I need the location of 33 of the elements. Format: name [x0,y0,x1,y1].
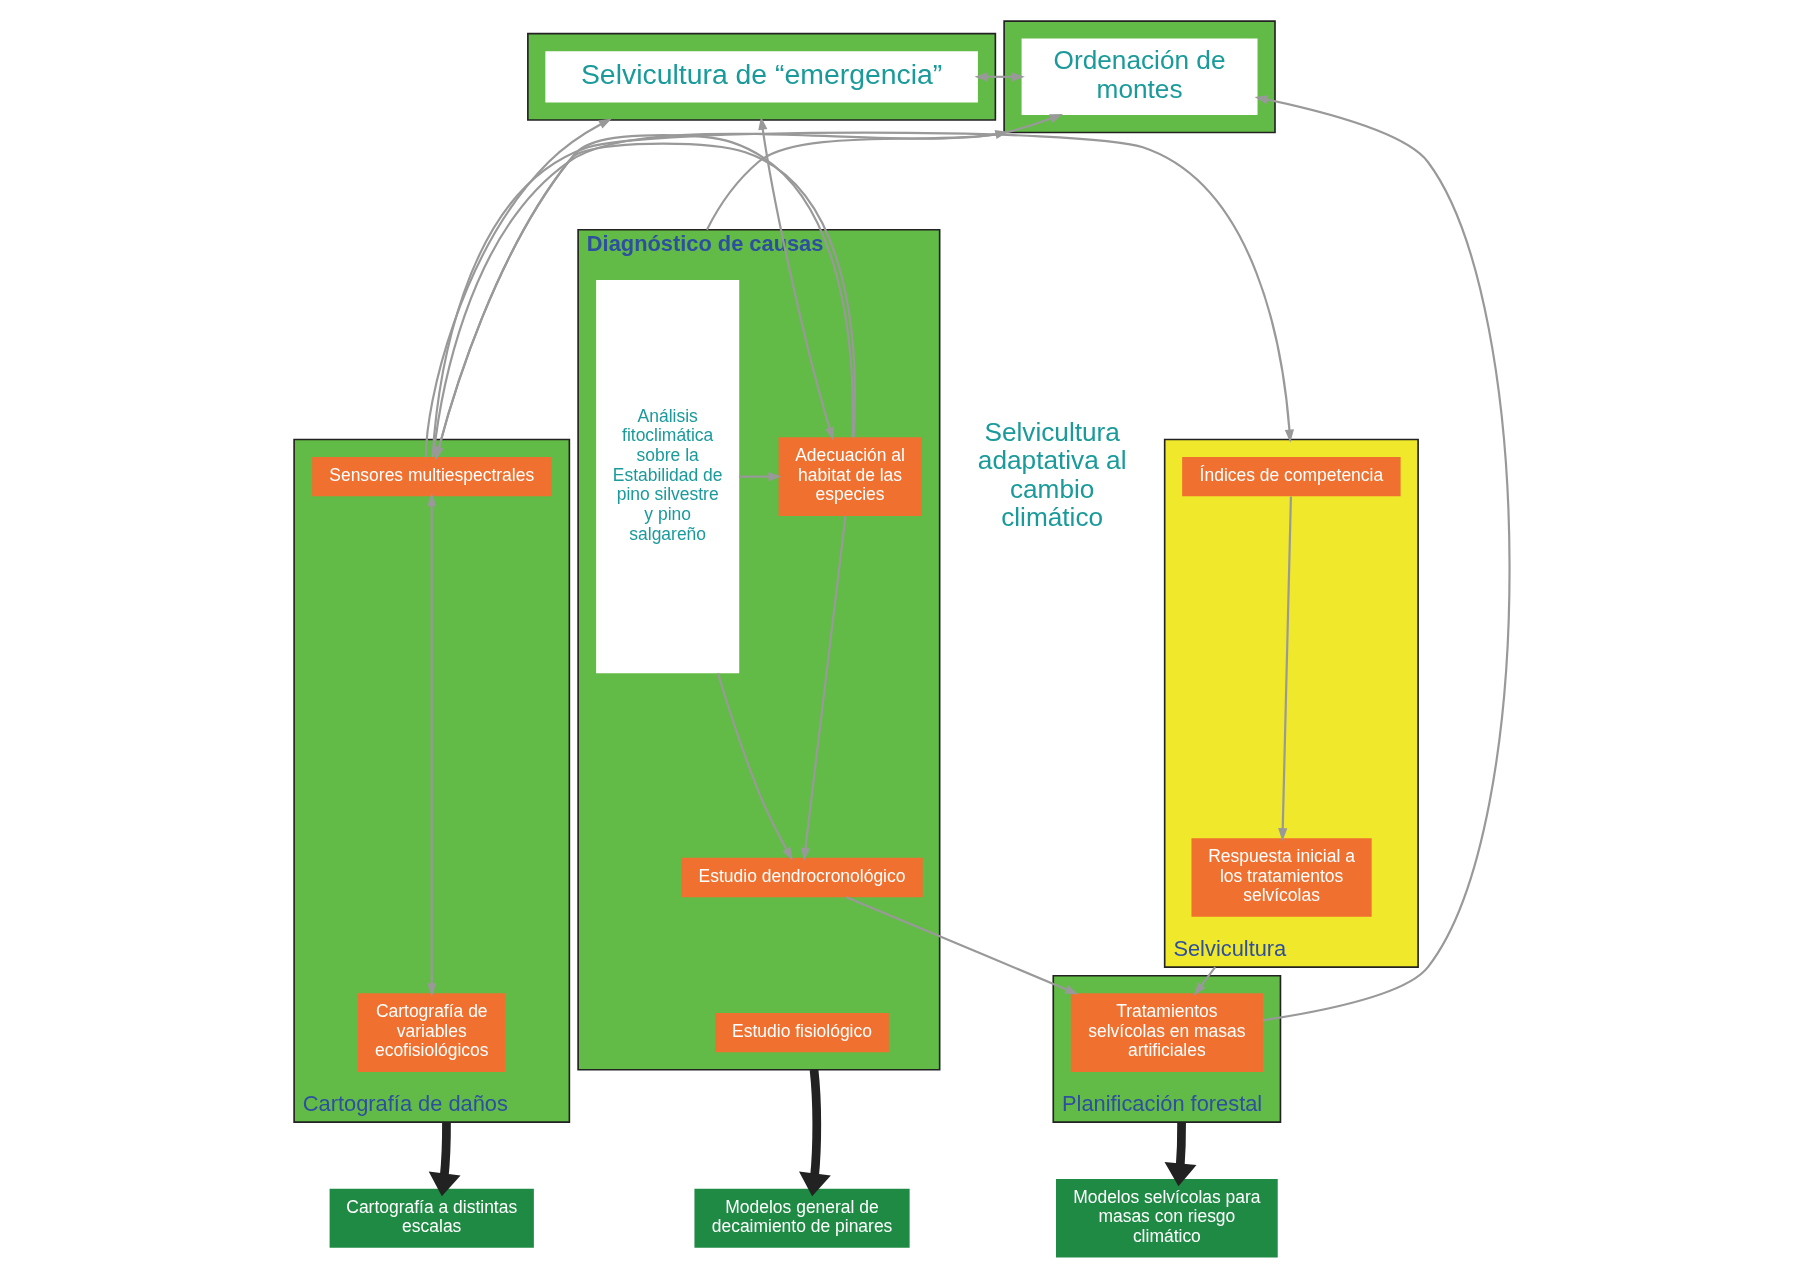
node-box: Respuesta inicial a los tratamientos selvícolas [1191,838,1372,917]
arrow [800,516,847,861]
arrow [716,672,793,861]
node-box: Tratamientos selvícolas en masas artificiales [1070,993,1263,1072]
arrow [434,134,856,460]
arrow [1254,95,1511,1022]
cluster [1003,20,1276,134]
arrow [739,472,782,482]
arrow [424,118,612,457]
node-box: Modelos selvícolas para masas con riesgo climático [1056,1178,1278,1258]
arrow [974,72,1025,82]
node-box: Modelos general de decaimiento de pinares [694,1188,910,1248]
node-box: Selvicultura de “emergencia” [545,51,978,103]
arrow [846,896,1079,995]
arrow [432,113,1063,458]
node-box: Cartografía a distintas escalas [329,1188,534,1248]
arrow [1164,1122,1197,1187]
arrow [758,116,834,441]
node-box: Estudio fisiológico [715,1012,889,1053]
cluster [527,32,997,121]
arrow [427,493,437,997]
node-text: Selvicultura adaptativa al cambio climático [977,416,1127,532]
arrow [1278,496,1292,842]
node-box: Cartografía de variables ecofisiológicos [358,993,506,1072]
node-box: Índices de competencia [1182,456,1401,497]
node-box: Adecuación al habitat de las especies [778,437,922,516]
arrow [1193,966,1217,996]
node-box: Ordenación de montes [1021,38,1258,116]
node-box: Análisis fitoclimática sobre la Estabilidad de pino silvestre y pino salgareño [596,280,740,674]
arrow [799,1069,831,1197]
node-box: Estudio dendrocronológico [681,857,923,898]
arrow [428,1122,461,1197]
node-box: Sensores multiespectrales [312,456,552,497]
